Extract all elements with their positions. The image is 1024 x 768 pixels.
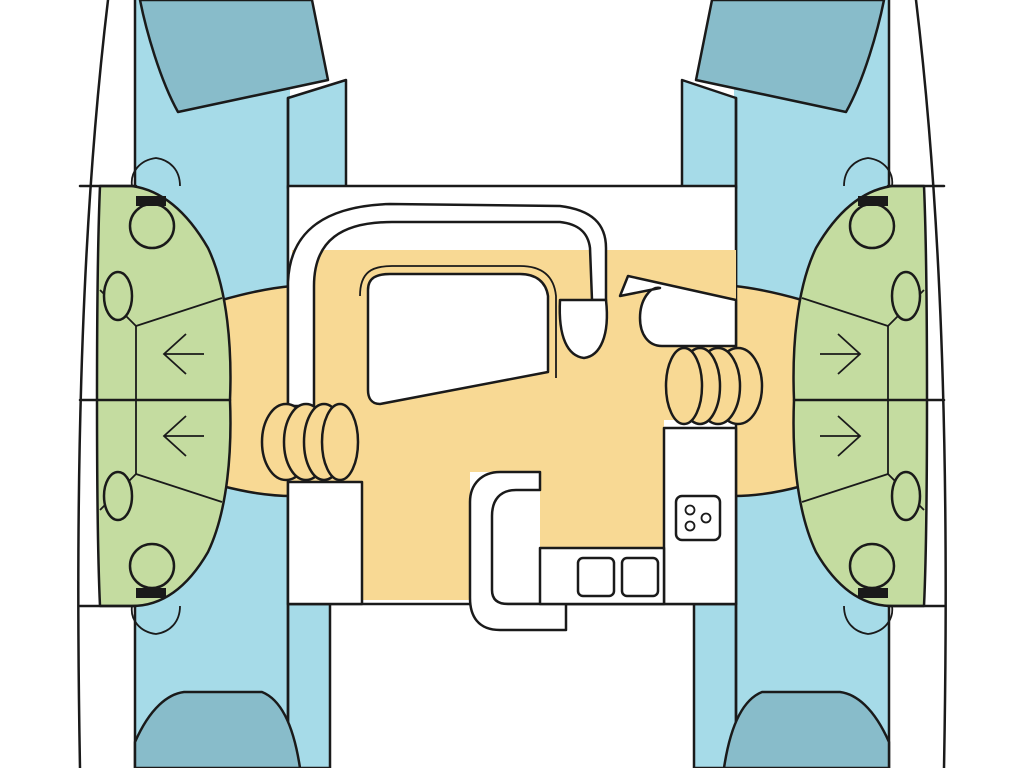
sink-icon	[576, 556, 660, 598]
cushions-right	[664, 346, 764, 426]
arrow-right-icon	[820, 333, 862, 375]
sink-icon	[102, 270, 134, 322]
arrow-left-icon	[162, 415, 204, 457]
right-heads-seam-2	[801, 473, 889, 503]
right-hull-outline	[914, 0, 947, 768]
stove-icon	[674, 494, 722, 542]
right-aft-cabin-bed	[722, 690, 891, 768]
left-forward-cabin-bed	[138, 0, 330, 114]
toilet-icon	[128, 196, 176, 250]
toilet-icon	[848, 542, 896, 598]
galley-counter	[468, 426, 738, 632]
sink-icon	[890, 270, 922, 322]
left-hull-outline	[77, 0, 110, 768]
left-heads-upper-tab	[100, 157, 181, 187]
cushions-left	[260, 402, 360, 482]
arrow-right-icon	[820, 415, 862, 457]
left-heads-seam-2	[135, 473, 223, 503]
left-hull-step-upper	[286, 78, 348, 190]
saloon-table-edge	[359, 265, 557, 378]
right-heads	[792, 157, 946, 635]
left-heads	[78, 157, 232, 635]
toilet-icon	[848, 196, 896, 250]
right-hull	[680, 0, 891, 768]
left-heads-seam-1	[135, 297, 223, 327]
left-heads-lower-tab	[100, 605, 181, 635]
sink-icon	[102, 470, 134, 522]
right-heads-upper-tab	[843, 157, 924, 187]
right-forward-cabin-bed	[694, 0, 886, 114]
saloon-table	[366, 272, 550, 406]
left-aft-cabin-bed	[133, 690, 302, 768]
right-hull-step-upper	[680, 78, 738, 190]
nav-station	[618, 274, 738, 348]
stool	[558, 298, 609, 360]
arrow-left-icon	[162, 333, 204, 375]
right-heads-lower-tab	[843, 605, 924, 635]
toilet-icon	[128, 542, 176, 598]
sink-icon	[890, 470, 922, 522]
locker	[286, 480, 364, 606]
right-heads-seam-1	[801, 297, 889, 327]
